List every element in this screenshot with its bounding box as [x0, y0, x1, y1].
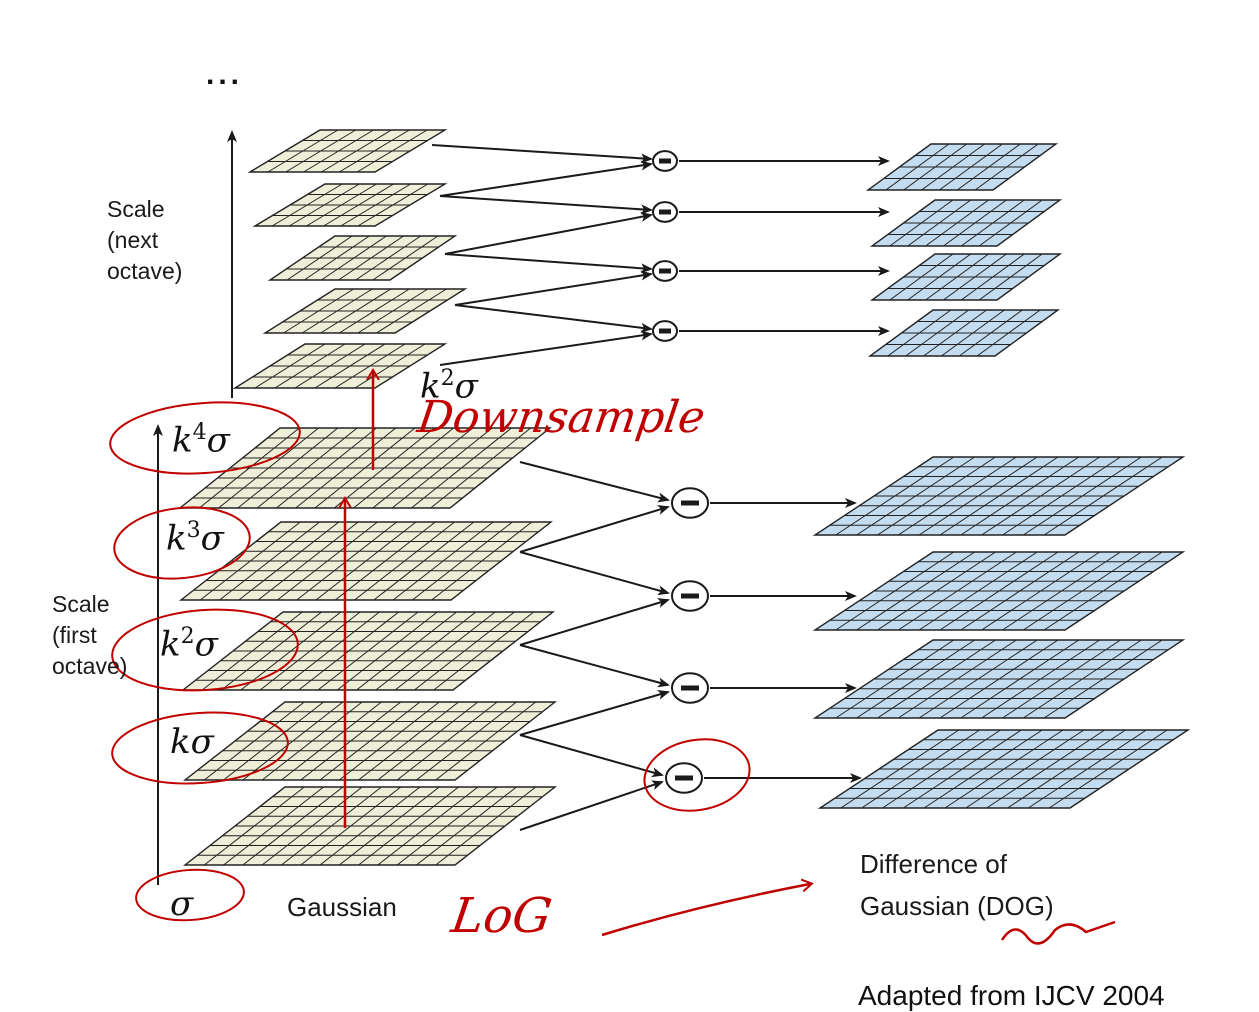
- arrow-gaussian-to-subtract-first-octave-1a: [519, 461, 670, 503]
- red-circle-k-sigma: [111, 711, 289, 785]
- sigma-k-label: kσ: [170, 722, 214, 762]
- gaussian-label: Gaussian: [287, 892, 397, 922]
- arrow-gaussian-to-subtract-next-octave-1b: [439, 160, 653, 197]
- dog-layer-first-octave-4: [817, 729, 1191, 809]
- arrow-gaussian-to-subtract-next-octave-4b: [439, 330, 653, 366]
- arrow-gaussian-to-subtract-next-octave-2b: [444, 211, 653, 255]
- gaussian-layer-next-octave-3: [267, 235, 458, 281]
- gaussian-layer-next-octave-4: [252, 183, 448, 227]
- arrow-gaussian-to-subtract-first-octave-2a: [519, 551, 670, 596]
- dog-label: Difference of Gaussian (DOG): [860, 849, 1054, 921]
- subtract-operator-next-octave-4: [652, 320, 678, 342]
- arrow-gaussian-to-subtract-first-octave-1b: [519, 505, 670, 553]
- downsample-annotation: Downsample: [414, 392, 709, 443]
- ellipsis-label: ...: [206, 58, 244, 91]
- arrow-gaussian-to-subtract-next-octave-3b: [454, 270, 653, 306]
- red-squiggle-underline: [1000, 920, 1116, 945]
- dog-layer-next-octave-1: [865, 143, 1059, 191]
- gaussian-layer-first-octave-1: [182, 786, 558, 866]
- red-circle-sigma: [135, 868, 245, 922]
- arrow-gaussian-to-subtract-next-octave-1a: [431, 144, 653, 164]
- subtract-operator-first-octave-1: [671, 487, 709, 519]
- subtract-operator-first-octave-3: [671, 672, 709, 704]
- dog-layer-next-octave-3: [869, 253, 1063, 301]
- arrow-gaussian-to-subtract-first-octave-3a: [519, 644, 670, 688]
- subtract-operator-next-octave-3: [652, 260, 678, 282]
- red-circle-k3-sigma: [113, 506, 251, 580]
- grid-layers: [178, 129, 1191, 866]
- dog-layer-first-octave-1: [812, 456, 1186, 536]
- scale-next-octave-label: Scale (next octave): [107, 196, 183, 284]
- dog-layer-first-octave-3: [812, 639, 1186, 719]
- gaussian-layer-first-octave-3: [180, 611, 556, 691]
- arrow-gaussian-to-subtract-next-octave-2a: [439, 195, 653, 215]
- arrow-gaussian-to-subtract-next-octave-4a: [454, 304, 653, 333]
- arrow-gaussian-to-subtract-first-octave-2b: [519, 598, 670, 646]
- subtract-operators: [652, 150, 709, 794]
- log-annotation: LoG: [448, 888, 556, 944]
- sigma-label: σ: [170, 884, 194, 924]
- gaussian-layer-next-octave-2: [262, 288, 468, 334]
- red-arrow-log-to-dog: [601, 884, 810, 937]
- arrow-gaussian-to-subtract-first-octave-4b: [519, 780, 664, 831]
- sigma-k4-label: k4σ: [172, 420, 230, 461]
- credit-text: Adapted from IJCV 2004: [858, 980, 1165, 1011]
- sigma-k3-label: k3σ: [166, 518, 224, 559]
- gaussian-layer-next-octave-5: [247, 129, 448, 173]
- connector-arrows: [153, 130, 890, 885]
- subtract-operator-first-octave-2: [671, 580, 709, 612]
- dog-layer-first-octave-2: [812, 551, 1186, 631]
- arrow-gaussian-to-subtract-first-octave-3b: [519, 689, 670, 736]
- gaussian-layer-next-octave-1: [232, 343, 448, 389]
- dog-layer-next-octave-4: [867, 309, 1061, 357]
- subtract-operator-next-octave-2: [652, 201, 678, 223]
- arrow-gaussian-to-subtract-first-octave-4a: [519, 734, 664, 778]
- red-annotations: [109, 372, 1116, 945]
- arrow-gaussian-to-subtract-next-octave-3a: [444, 253, 653, 274]
- red-circle-k2-sigma: [111, 608, 299, 692]
- subtract-operator-next-octave-1: [652, 150, 678, 172]
- scale-first-octave-label: Scale (first octave): [52, 591, 128, 679]
- gaussian-layer-first-octave-5: [178, 427, 552, 509]
- gaussian-layer-first-octave-4: [178, 521, 554, 601]
- dog-layer-next-octave-2: [869, 199, 1063, 247]
- subtract-operator-first-octave-4: [665, 762, 703, 794]
- sigma-k2-next-octave-label: k2σ: [420, 366, 478, 407]
- red-circle-k4-sigma: [109, 401, 301, 475]
- red-circle-subtract-operator: [643, 738, 751, 812]
- sigma-k2-label: k2σ: [160, 624, 218, 665]
